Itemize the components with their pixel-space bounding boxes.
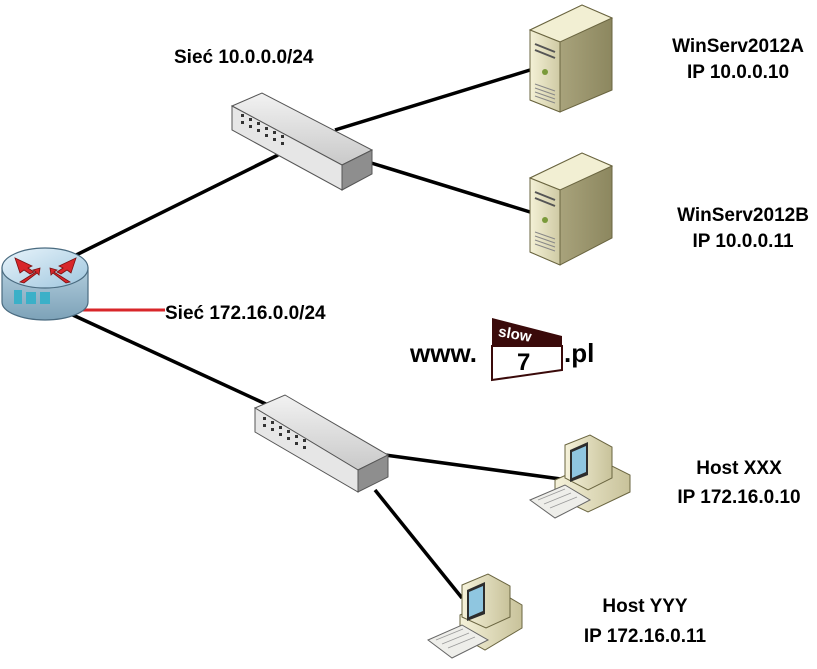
router-icon bbox=[1, 247, 89, 321]
logo-prefix: www. bbox=[409, 338, 477, 368]
network-label-bottom: Sieć 172.16.0.0/24 bbox=[165, 303, 326, 324]
server-b-ip: IP 10.0.0.11 bbox=[692, 231, 794, 252]
host-yyy-name: Host YYY bbox=[602, 596, 688, 617]
link-router-switch-top bbox=[61, 153, 279, 264]
logo-suffix: .pl bbox=[564, 338, 594, 368]
link-switch-server-b bbox=[367, 160, 531, 214]
switch-top-icon bbox=[230, 92, 374, 191]
host-xxx-ip: IP 172.16.0.10 bbox=[677, 487, 800, 508]
network-label-top: Sieć 10.0.0.0/24 bbox=[174, 47, 314, 68]
server-a-ip: IP 10.0.0.10 bbox=[687, 62, 789, 83]
host-yyy-computer-icon bbox=[427, 573, 523, 659]
logo-seven: 7 bbox=[517, 349, 530, 376]
host-xxx-computer-icon bbox=[528, 434, 631, 519]
server-b-name: WinServ2012B bbox=[677, 205, 809, 226]
slow7-logo: www. slow 7 .pl bbox=[409, 318, 594, 382]
links bbox=[61, 68, 569, 600]
link-switch-server-a bbox=[334, 68, 531, 132]
link-router-switch-bottom bbox=[61, 308, 269, 407]
logo-badge-light bbox=[491, 345, 563, 382]
host-xxx-name: Host XXX bbox=[696, 458, 782, 479]
logo-slow: slow bbox=[497, 323, 533, 346]
logo-badge-dark bbox=[492, 318, 562, 346]
switch-bottom-icon bbox=[253, 394, 390, 493]
link-switch-host-xxx bbox=[384, 453, 569, 482]
link-switch-host-yyy bbox=[373, 488, 464, 600]
server-a-icon bbox=[528, 4, 614, 113]
server-a-name: WinServ2012A bbox=[672, 36, 804, 57]
host-yyy-ip: IP 172.16.0.11 bbox=[584, 626, 707, 647]
server-b-icon bbox=[528, 152, 614, 266]
